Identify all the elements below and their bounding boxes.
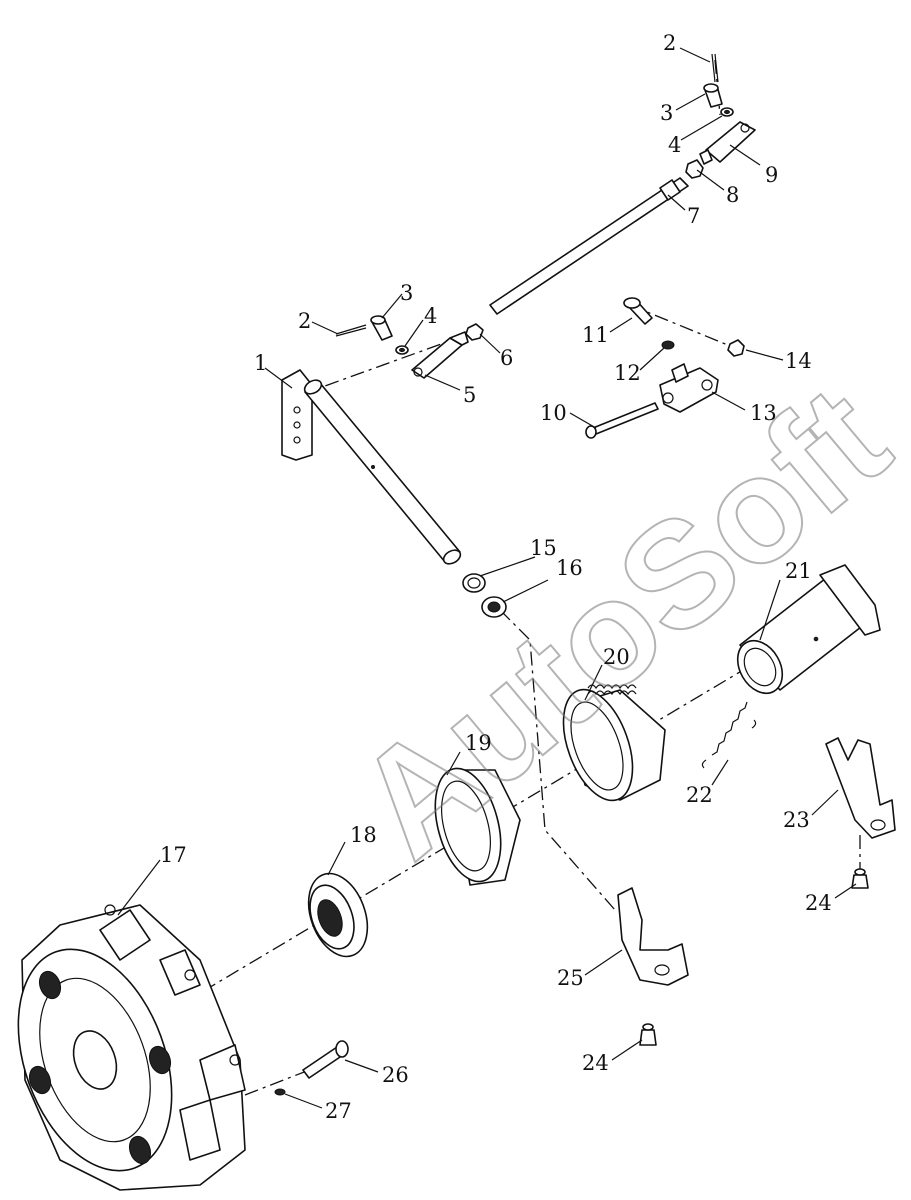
part-6-nut-lower [465,323,484,341]
part-2-cotter-pin-upper [711,53,719,83]
part-18-bearing [307,872,369,958]
part-25-fork [617,887,689,986]
callout-25: 25 [557,966,584,990]
callout-8: 8 [726,183,739,207]
part-19-carrier [434,767,521,886]
part-4-washer-upper [720,107,734,117]
callout-26: 26 [382,1063,409,1087]
callout-23: 23 [783,808,810,832]
callout-3: 3 [660,101,673,125]
part-16-bushing [481,596,507,618]
callout-20: 20 [603,645,630,669]
callout-7: 7 [687,204,700,228]
part-12-lock-washer [661,340,675,350]
part-20-release-collar [562,684,666,802]
callout-12: 12 [614,361,641,385]
callout-21: 21 [785,559,812,583]
part-3-clevis-pin-lower [370,315,393,341]
part-17-clutch-assembly [17,904,246,1191]
callout-4: 4 [424,304,437,328]
part-15-o-ring [462,573,486,593]
callout-6: 6 [500,346,513,370]
callout-24: 24 [805,891,832,915]
part-27-washer [274,1088,286,1096]
callout-5: 5 [463,383,476,407]
part-5-clevis-lower [411,331,469,379]
callout-9: 9 [765,163,778,187]
callout-11: 11 [582,323,609,347]
callout-2: 2 [298,309,311,333]
callout-14: 14 [785,349,812,373]
callout-labels: 1 2 3 4 5 6 2 3 4 9 8 7 11 12 14 13 10 1… [160,31,832,1123]
part-9-clevis-upper [699,121,756,165]
part-2-cotter-pin-lower [335,324,367,337]
part-1-lever-shaft [281,369,462,565]
callout-19: 19 [465,731,492,755]
callout-27: 27 [325,1099,352,1123]
callout-2: 2 [663,31,676,55]
callout-1: 1 [254,351,267,375]
callout-22: 22 [686,783,713,807]
part-4-washer-lower [395,345,409,355]
part-13-bracket [659,363,719,413]
part-23-fork [825,737,896,839]
callout-10: 10 [540,401,567,425]
callout-3: 3 [400,281,413,305]
callout-4: 4 [668,133,681,157]
callout-17: 17 [160,843,187,867]
part-21-sleeve [736,564,881,695]
part-7-rod [489,177,689,315]
callout-15: 15 [530,536,557,560]
part-14-nut [727,339,745,357]
leader-lines [117,47,857,1109]
part-3-clevis-pin-upper [703,83,723,108]
callout-13: 13 [750,401,777,425]
callout-24: 24 [582,1051,609,1075]
part-11-bolt [623,297,653,325]
callout-18: 18 [350,823,377,847]
part-24-grease-fitting-lower [639,1023,657,1046]
part-10-long-bolt [585,402,659,439]
callout-16: 16 [556,556,583,580]
part-24-grease-fitting-upper [851,868,869,889]
part-26-bolt [302,1040,349,1079]
part-22-spring [701,701,757,769]
part-8-nut-upper [685,159,704,179]
